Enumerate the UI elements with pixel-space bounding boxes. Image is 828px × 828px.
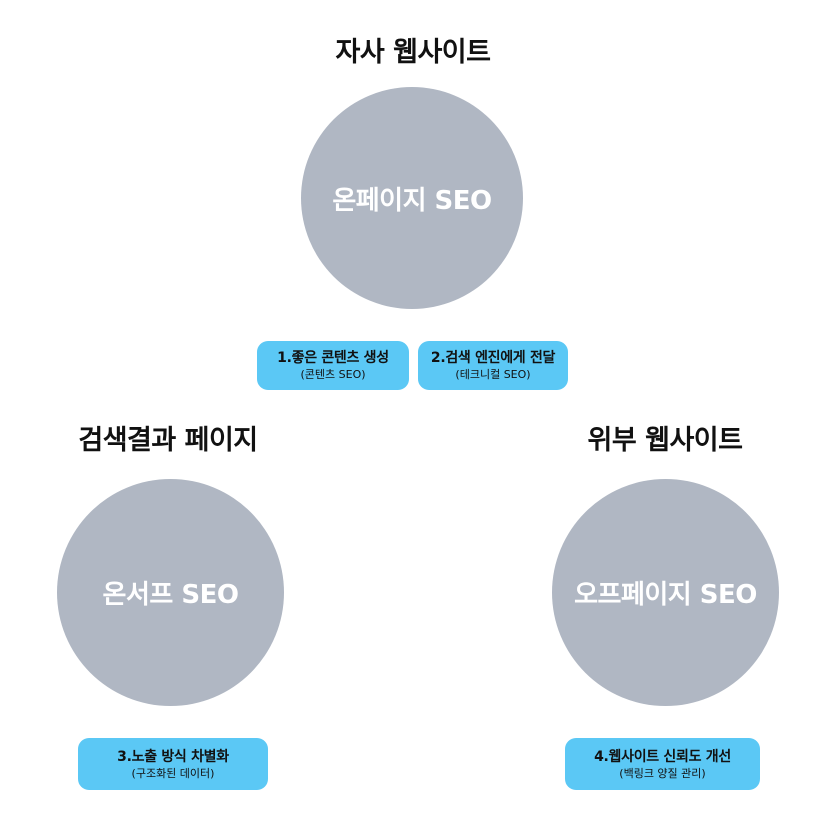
pill-subtitle: (구조화된 데이터) (131, 766, 215, 780)
pill-title: 4.웹사이트 신뢰도 개선 (594, 748, 731, 765)
pill-title: 1.좋은 콘텐츠 생성 (277, 350, 389, 366)
heading-search-results: 검색결과 페이지 (78, 425, 258, 456)
pill-backlink-management: 4.웹사이트 신뢰도 개선 (백링크 양질 관리) (565, 738, 760, 790)
pill-title: 3.노출 방식 차별화 (117, 748, 229, 765)
pill-subtitle: (테크니컬 SEO) (455, 368, 531, 381)
heading-external-site: 위부 웹사이트 (587, 425, 743, 456)
circle-off-page-seo: 오프페이지 SEO (552, 479, 779, 706)
pill-subtitle: (백링크 양질 관리) (619, 766, 706, 780)
pill-title: 2.검색 엔진에게 전달 (430, 350, 556, 366)
circle-on-page-seo: 온페이지 SEO (301, 87, 523, 309)
heading-own-site: 자사 웹사이트 (335, 37, 491, 68)
circle-on-serp-seo: 온서프 SEO (57, 479, 284, 706)
pill-subtitle: (콘텐츠 SEO) (300, 368, 366, 381)
pill-structured-data: 3.노출 방식 차별화 (구조화된 데이터) (78, 738, 268, 790)
pill-technical-seo: 2.검색 엔진에게 전달 (테크니컬 SEO) (418, 341, 568, 390)
pill-content-seo: 1.좋은 콘텐츠 생성 (콘텐츠 SEO) (257, 341, 409, 390)
